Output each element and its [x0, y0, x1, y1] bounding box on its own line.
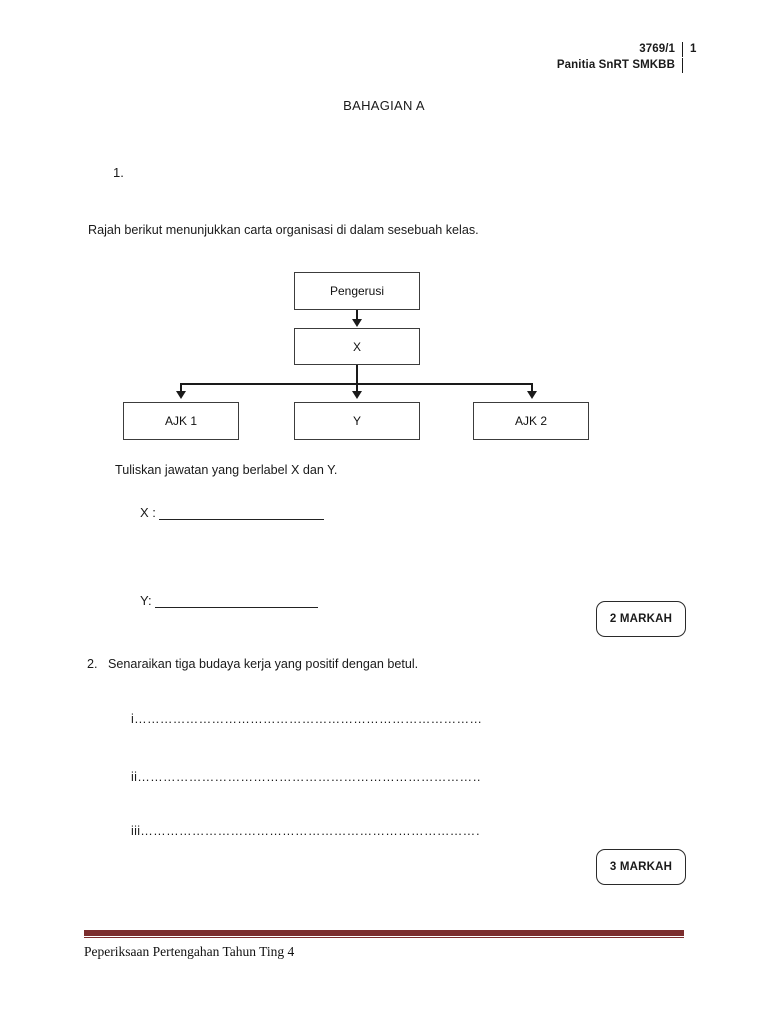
arrowhead-y: [352, 391, 362, 399]
question-1-number: 1.: [113, 165, 124, 180]
connector-x-trunk: [356, 365, 359, 383]
arrowhead-x: [352, 319, 362, 327]
org-node-y: Y: [294, 402, 420, 440]
footer-divider: [84, 930, 684, 938]
footer-text: Peperiksaan Pertengahan Tahun Ting 4: [84, 944, 295, 959]
question-1-stem: Rajah berikut menunjukkan carta organisa…: [88, 223, 479, 237]
org-node-ajk1: AJK 1: [123, 402, 239, 440]
answer-field-y[interactable]: Y:: [140, 593, 318, 608]
header-spacer: [690, 58, 700, 73]
paper-code: 3769/1: [639, 43, 675, 55]
org-node-pengerusi: Pengerusi: [294, 272, 420, 310]
answer-blank-i[interactable]: i……………………………………………………………………………….: [131, 712, 481, 726]
question-2-number: 2.: [87, 657, 98, 671]
connector-drop-ajk1: [180, 383, 182, 392]
org-node-x: X: [294, 328, 420, 365]
connector-pengerusi-to-x: [356, 310, 359, 321]
marks-badge-question-1: 2 MARKAH: [596, 601, 686, 637]
answer-label-y: Y:: [140, 593, 152, 608]
connector-drop-ajk2: [531, 383, 533, 392]
section-title: BAHAGIAN A: [343, 98, 425, 113]
answer-label-x: X :: [140, 505, 156, 520]
connector-drop-y: [356, 383, 359, 392]
header-bottom-row: Panitia SnRT SMKBB: [557, 58, 700, 73]
marks-badge-question-2: 3 MARKAH: [596, 849, 686, 885]
question-2-stem: Senaraikan tiga budaya kerja yang positi…: [108, 657, 419, 671]
org-node-ajk2: AJK 2: [473, 402, 589, 440]
header-top-row: 3769/1 1: [557, 42, 700, 57]
answer-blank-iii[interactable]: iii……………………………………………………………………………….: [131, 824, 481, 838]
answer-field-x[interactable]: X :: [140, 505, 324, 520]
question-1-prompt: Tuliskan jawatan yang berlabel X dan Y.: [115, 463, 338, 477]
answer-blank-ii[interactable]: ii……………………………………………………………………………….: [131, 770, 481, 784]
page-header: 3769/1 1 Panitia SnRT SMKBB: [557, 42, 700, 73]
answer-rule-x[interactable]: [158, 519, 324, 520]
header-divider: [682, 42, 683, 57]
page-number: 1: [690, 43, 697, 55]
header-subtitle: Panitia SnRT SMKBB: [556, 59, 675, 71]
arrowhead-ajk2: [527, 391, 537, 399]
header-divider-lower: [682, 58, 683, 73]
organisation-chart: Pengerusi X AJK 1 Y AJK 2: [100, 262, 620, 448]
answer-rule-y[interactable]: [154, 607, 318, 608]
arrowhead-ajk1: [176, 391, 186, 399]
